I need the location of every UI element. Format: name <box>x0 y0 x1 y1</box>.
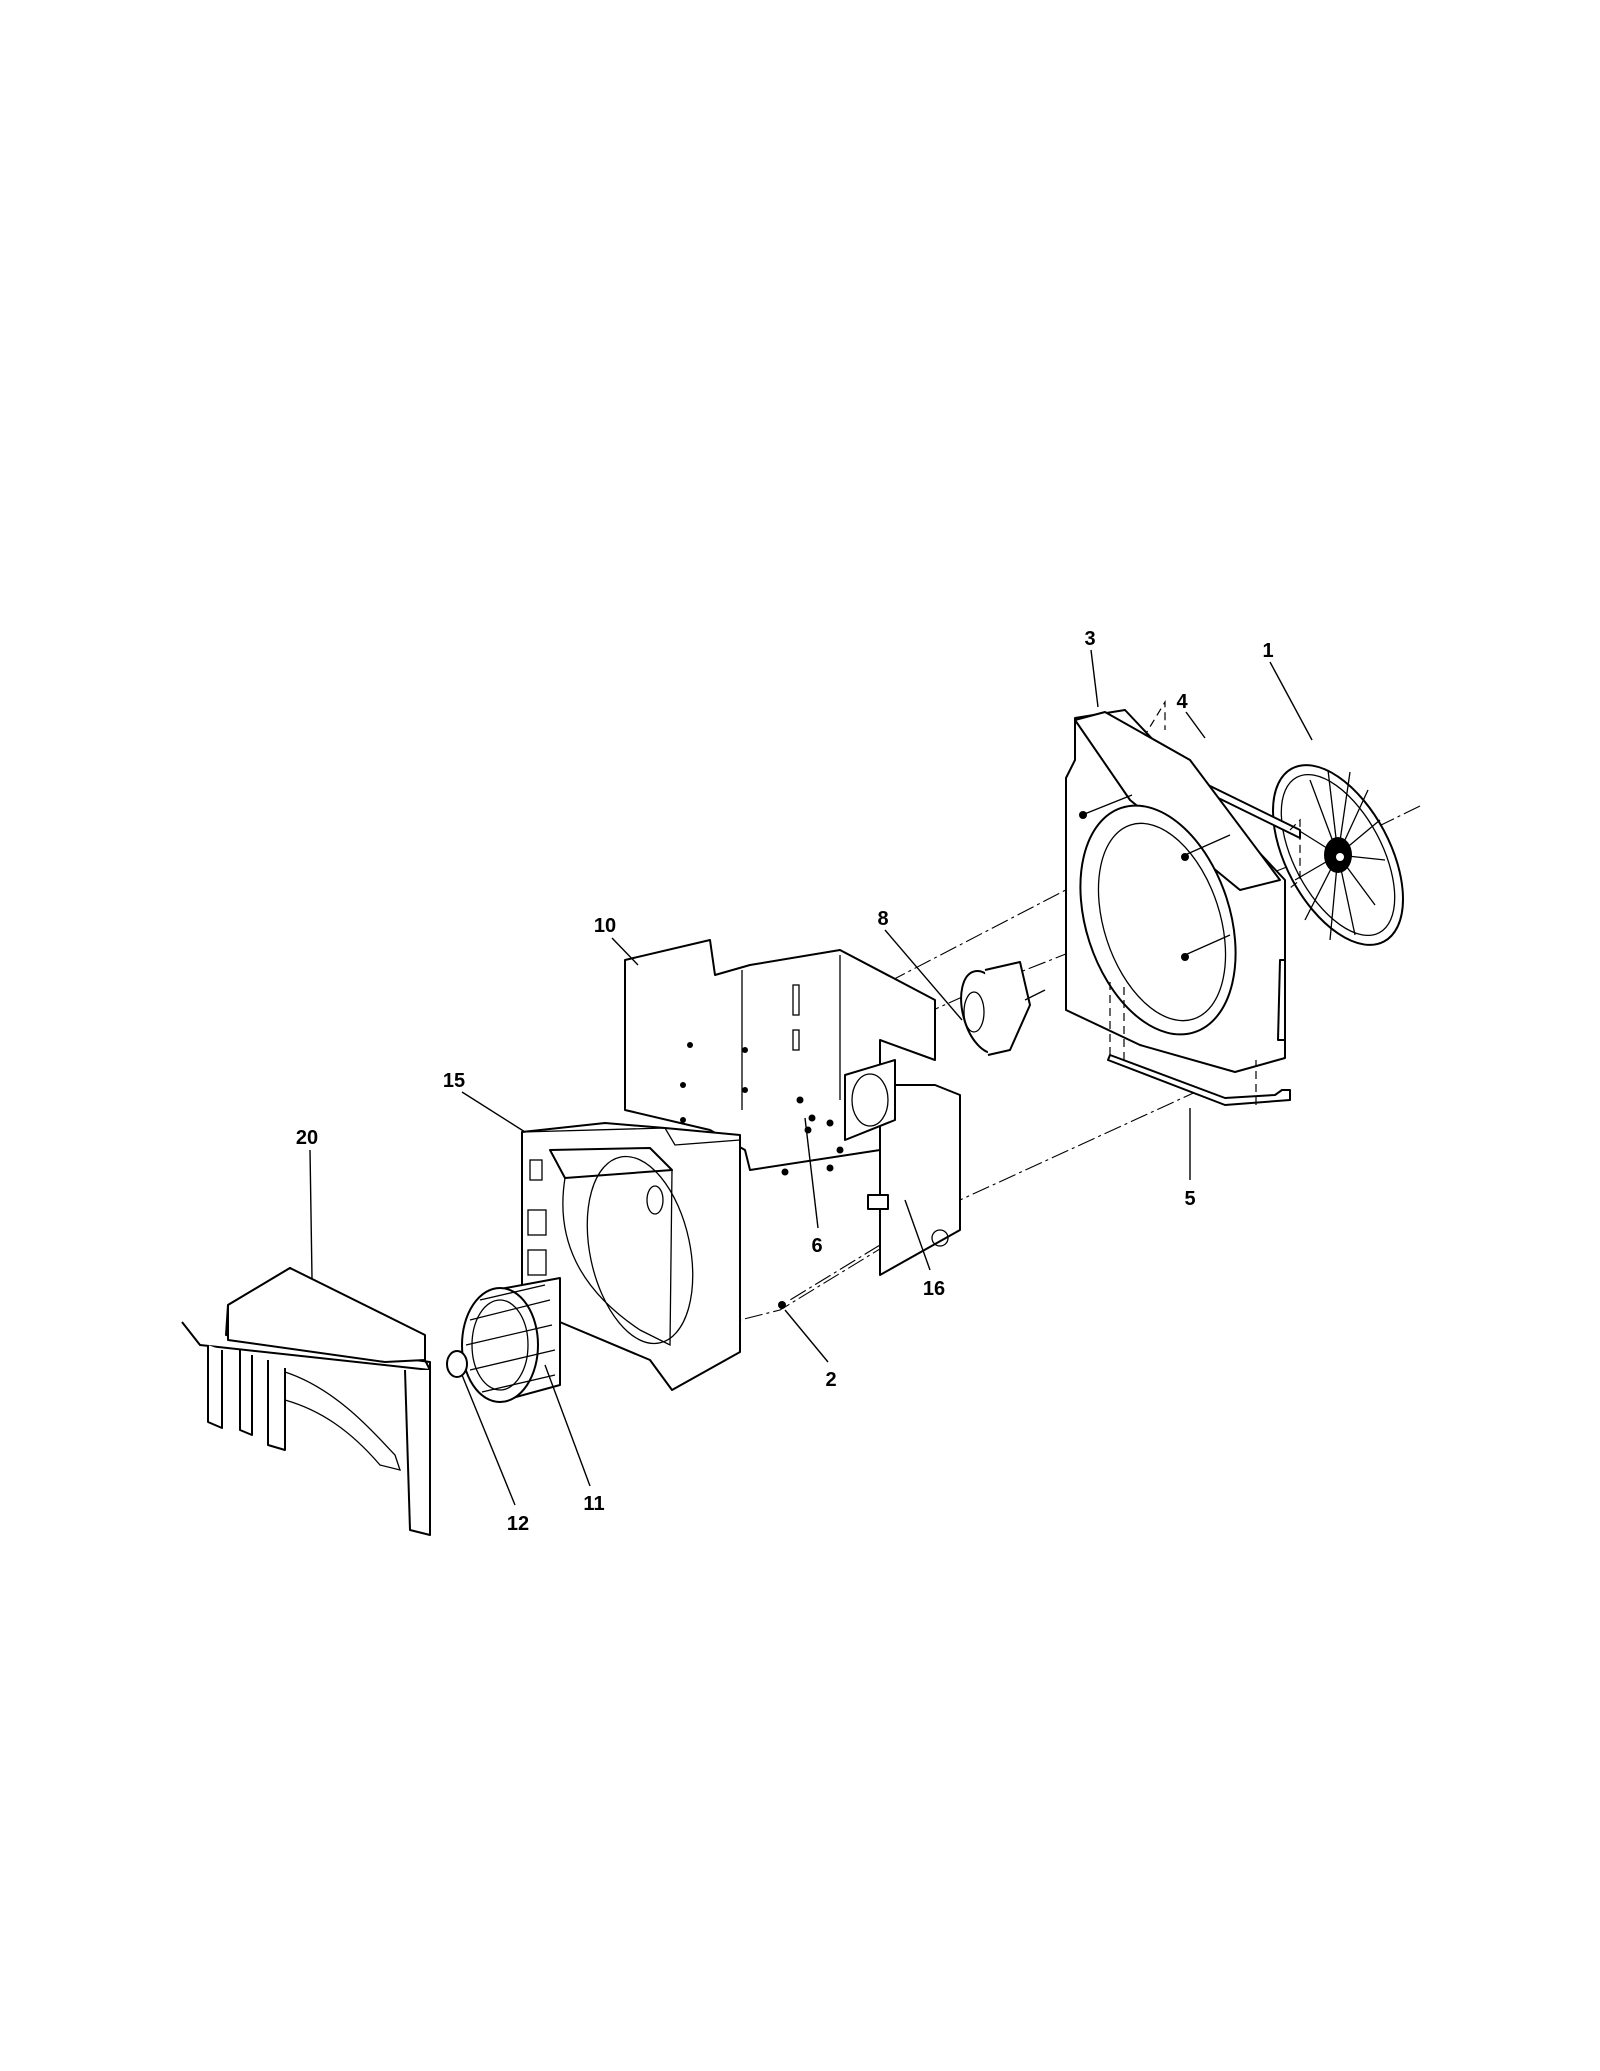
callout-15: 15 <box>443 1070 465 1092</box>
condenser-fan <box>1272 764 1404 946</box>
callout-1: 1 <box>1262 640 1273 662</box>
callout-11: 11 <box>583 1493 604 1515</box>
fan-motor <box>844 961 1046 1141</box>
control-panel <box>867 1084 961 1276</box>
hub-clamp <box>446 1350 468 1378</box>
fan-shroud <box>1065 709 1286 1073</box>
callout-12: 12 <box>507 1513 529 1535</box>
callout-20: 20 <box>296 1127 318 1149</box>
bottom-brace <box>1107 980 1291 1106</box>
callout-6: 6 <box>811 1235 822 1257</box>
front-frame <box>181 1267 431 1536</box>
callout-4: 4 <box>1176 691 1188 713</box>
callout-10: 10 <box>594 915 616 937</box>
callout-3: 3 <box>1084 628 1095 650</box>
screws <box>781 1096 844 1176</box>
callout-2: 2 <box>825 1369 836 1391</box>
screw <box>778 1301 786 1309</box>
callout-labels: 1 2 3 4 5 6 8 10 11 12 15 16 20 <box>296 628 1274 1535</box>
callout-16: 16 <box>923 1278 945 1300</box>
leader-lines <box>309 649 1313 1506</box>
blower-scroll <box>521 1122 741 1391</box>
callout-8: 8 <box>877 908 888 930</box>
blower-wheel <box>461 1277 561 1403</box>
callout-5: 5 <box>1184 1188 1195 1210</box>
